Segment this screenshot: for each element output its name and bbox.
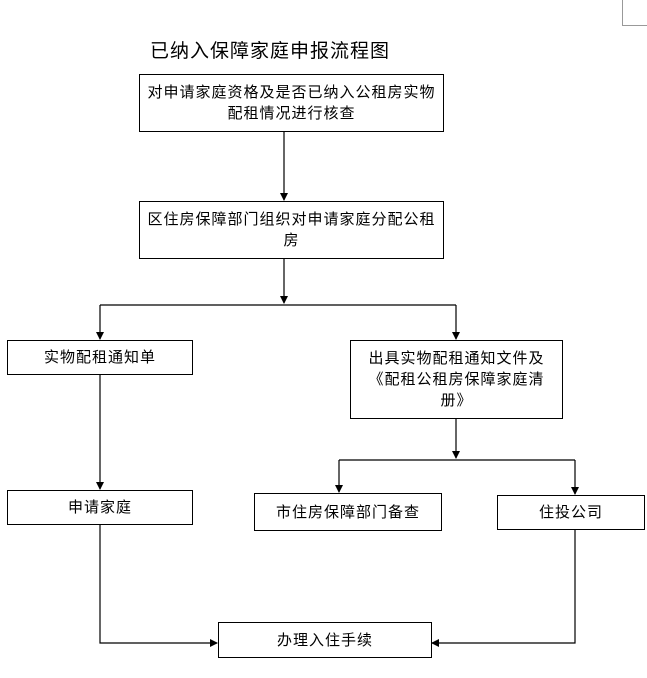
node-verify: 对申请家庭资格及是否已纳入公租房实物配租情况进行核查 bbox=[139, 74, 444, 132]
node-applicant-label: 申请家庭 bbox=[67, 498, 132, 516]
diagram-title: 已纳入保障家庭申报流程图 bbox=[150, 40, 391, 62]
edge-applicant-checkin bbox=[99, 524, 218, 647]
node-housing-company-label: 住投公司 bbox=[538, 503, 603, 521]
node-notice: 实物配租通知单 bbox=[7, 340, 193, 375]
page-corner-marker bbox=[622, 0, 647, 26]
edge-housing-company-checkin bbox=[431, 529, 576, 647]
node-verify-label: 对申请家庭资格及是否已纳入公租房实物配租情况进行核查 bbox=[147, 83, 436, 122]
node-checkin: 办理入住手续 bbox=[218, 622, 432, 658]
node-housing-company: 住投公司 bbox=[497, 495, 645, 530]
node-issue-docs-label: 出具实物配租通知文件及《配租公租房保障家庭清册》 bbox=[368, 349, 545, 409]
node-city-record: 市住房保障部门备查 bbox=[254, 493, 442, 531]
node-allocate: 区住房保障部门组织对申请家庭分配公租房 bbox=[139, 201, 444, 259]
node-notice-label: 实物配租通知单 bbox=[43, 348, 156, 366]
node-city-record-label: 市住房保障部门备查 bbox=[275, 502, 420, 521]
node-applicant: 申请家庭 bbox=[7, 490, 193, 525]
node-issue-docs: 出具实物配租通知文件及《配租公租房保障家庭清册》 bbox=[350, 340, 563, 419]
node-checkin-label: 办理入住手续 bbox=[276, 630, 373, 649]
node-allocate-label: 区住房保障部门组织对申请家庭分配公租房 bbox=[147, 210, 436, 249]
